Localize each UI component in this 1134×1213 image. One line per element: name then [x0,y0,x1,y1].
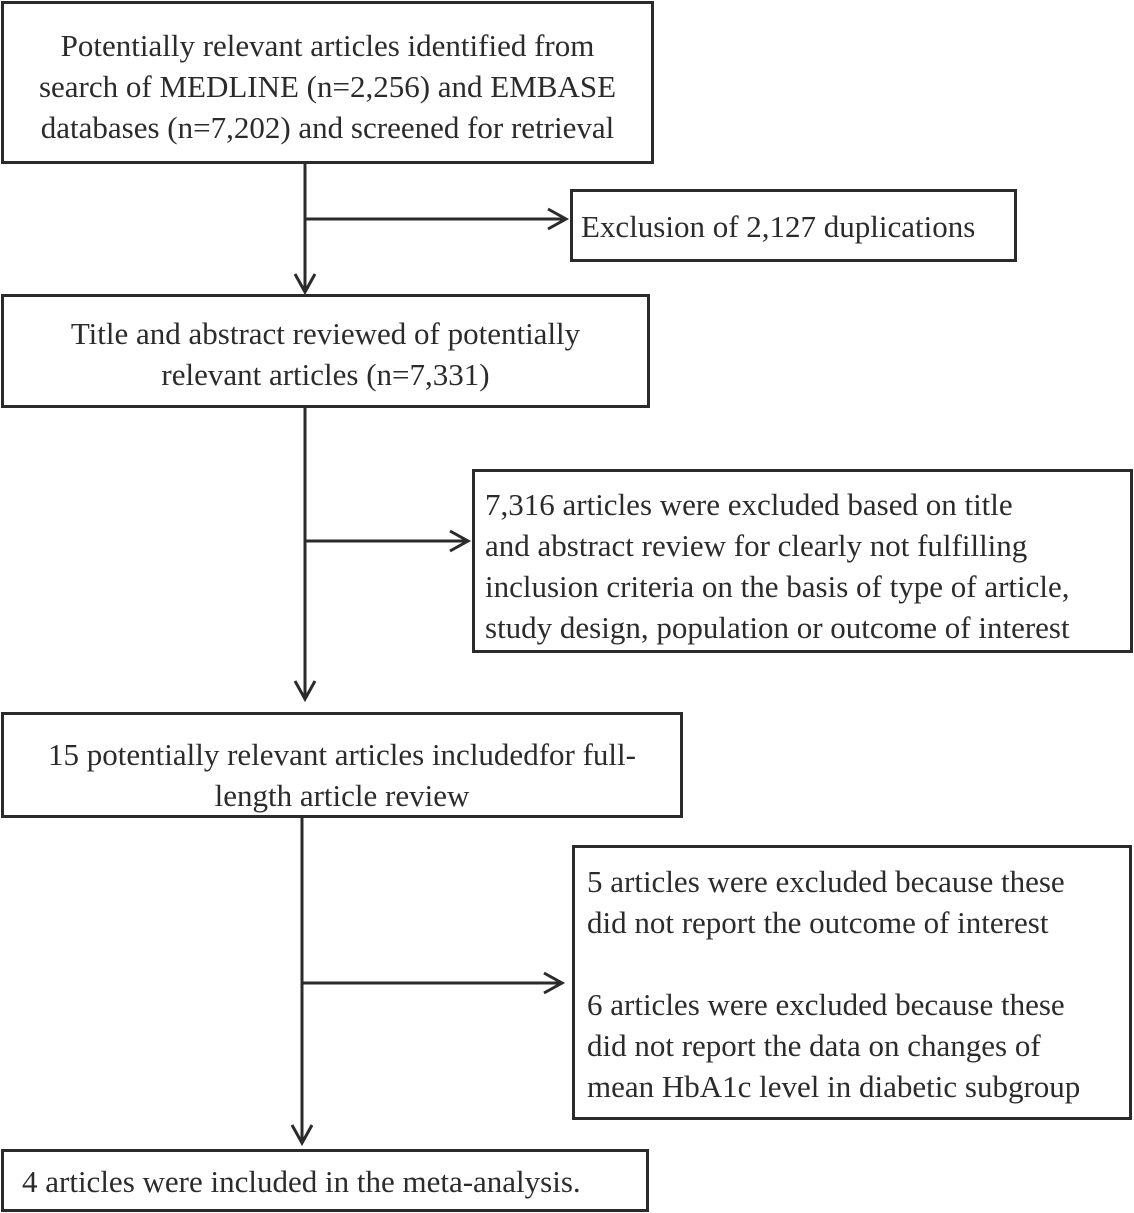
box-text-line: 4 articles were included in the meta-ana… [22,1164,581,1199]
title-abstract-excluded-box: 7,316 articles were excluded based on ti… [472,469,1133,653]
box-text-line: Exclusion of 2,127 duplications [581,209,976,244]
arrowhead-box6 [543,971,566,995]
box-text-line: did not report the data on changes of [587,1028,1041,1063]
included-articles-box: 4 articles were included in the meta-ana… [1,1149,649,1212]
box-text-line: did not report the outcome of interest [587,905,1049,940]
arrowhead-box7 [290,1124,314,1147]
box-text-line: Potentially relevant articles identified… [60,28,595,63]
full-text-excluded-box: 5 articles were excluded because these d… [572,845,1132,1120]
box-text-line: length article review [214,778,470,813]
box-text-line: and abstract review for clearly not fulf… [485,528,1028,563]
full-length-review-box: 15 potentially relevant articles include… [1,712,683,818]
box-text-line: 5 articles were excluded because these [587,864,1065,899]
identified-articles-box: Potentially relevant articles identified… [1,1,654,164]
arrowhead-box5 [293,680,317,703]
duplications-excluded-box: Exclusion of 2,127 duplications [570,189,1017,262]
arrowhead-box3 [293,273,317,296]
box-text-line: search of MEDLINE (n=2,256) and EMBASE [38,69,617,104]
arrowhead-box2 [547,207,570,231]
box-text-line: relevant articles (n=7,331) [161,357,490,392]
box-text-line: inclusion criteria on the basis of type … [485,569,1070,604]
box-text-line: Title and abstract reviewed of potential… [70,316,581,351]
box-text-line: study design, population or outcome of i… [485,610,1070,645]
paragraph-gap [587,943,1129,984]
box-text-line: 6 articles were excluded because these [587,987,1065,1022]
title-abstract-review-box: Title and abstract reviewed of potential… [1,294,650,408]
box-text-line: mean HbA1c level in diabetic subgroup [587,1069,1081,1104]
box-text-line: databases (n=7,202) and screened for ret… [40,110,615,145]
arrowhead-box4 [449,529,472,553]
box-text-line: 7,316 articles were excluded based on ti… [485,487,1013,522]
box-text-line: 15 potentially relevant articles include… [48,737,636,772]
